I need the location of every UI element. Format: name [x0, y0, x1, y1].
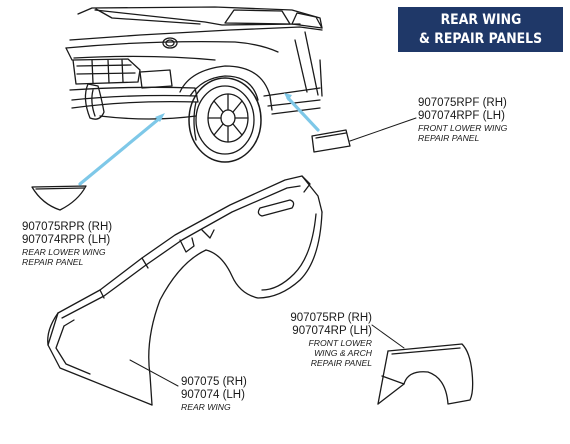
pointer-lines — [78, 96, 320, 186]
part-number-lh: 907074 (LH) — [181, 389, 245, 401]
callout-front-lower-wing: 907075RPF (RH) 907074RPF (LH) FRONT LOWE… — [418, 97, 507, 143]
part-description: WING & ARCH — [314, 348, 372, 358]
front-lower-arch-panel — [377, 343, 474, 405]
part-description: REPAIR PANEL — [310, 358, 372, 368]
callout-rear-lower-wing: 907075RPR (RH) 907074RPR (LH) REAR LOWER… — [22, 221, 112, 267]
part-number-lh: 907074RPF (LH) — [418, 110, 505, 122]
part-number-rh: 907075 (RH) — [181, 376, 247, 388]
part-number-rh: 907075RP (RH) — [290, 312, 372, 324]
callout-rear-wing: 907075 (RH) 907074 (LH) REAR WING — [181, 376, 247, 412]
part-number-lh: 907074RPR (LH) — [22, 234, 111, 246]
part-description: REAR WING — [181, 402, 231, 412]
part-description: REAR LOWER WING — [22, 247, 106, 257]
part-description: REPAIR PANEL — [22, 257, 84, 267]
callout-front-lower-arch: 907075RP (RH) 907074RP (LH) FRONT LOWER … — [289, 312, 372, 368]
rear-wing-panel — [47, 175, 323, 406]
car-drawing — [65, 6, 323, 163]
part-description: FRONT LOWER WING — [418, 123, 508, 133]
pointer-arrowheads — [155, 93, 292, 122]
part-description: FRONT LOWER — [308, 338, 373, 348]
rear-lower-wing-panel — [31, 185, 87, 211]
title-banner: REAR WING & REPAIR PANELS — [398, 7, 563, 52]
part-number-rh: 907075RPR (RH) — [22, 221, 113, 233]
part-description: REPAIR PANEL — [418, 133, 480, 143]
title-line-1: REAR WING — [440, 11, 521, 28]
title-line-2: & REPAIR PANELS — [418, 30, 543, 47]
part-number-lh: 907074RP (LH) — [292, 325, 372, 337]
front-lower-wing-panel — [311, 129, 351, 153]
part-number-rh: 907075RPF (RH) — [418, 97, 507, 109]
